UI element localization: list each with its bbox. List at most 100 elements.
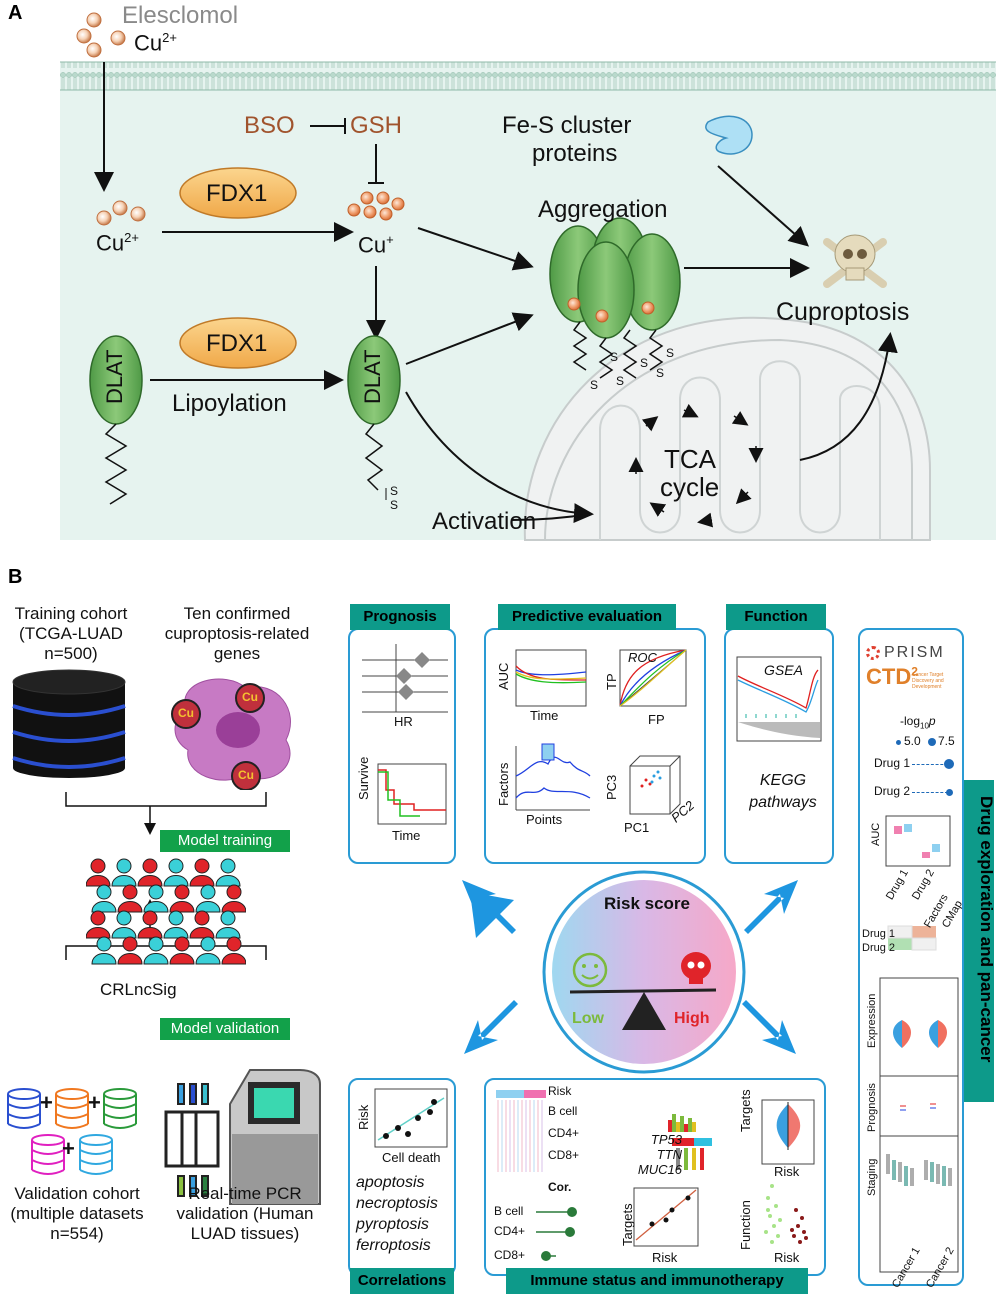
fdx1-label-b: FDX1 bbox=[206, 330, 268, 357]
function-tag: Function bbox=[726, 604, 826, 630]
panel-b-letter: B bbox=[8, 566, 23, 588]
function-axis-label: Function bbox=[738, 1200, 753, 1250]
person-head bbox=[174, 936, 190, 952]
person-body bbox=[143, 901, 169, 913]
prognosis-side-label: Prognosis bbox=[866, 1083, 878, 1132]
cu2-mid-label: Cu2+ bbox=[96, 230, 139, 256]
legend-dot-small bbox=[896, 740, 901, 745]
person-head bbox=[194, 858, 210, 874]
immune-plots bbox=[496, 1090, 815, 1261]
cor-label: Cor. bbox=[548, 1180, 572, 1194]
high-label: High bbox=[674, 1010, 710, 1027]
gsh-label: GSH bbox=[350, 112, 403, 139]
correlation-plot bbox=[374, 1088, 448, 1148]
plus-sign: + bbox=[88, 1090, 101, 1115]
person-body bbox=[91, 901, 117, 913]
points-label: Points bbox=[526, 812, 563, 827]
s-label: S bbox=[616, 374, 625, 388]
person-body bbox=[221, 953, 246, 965]
person-head bbox=[200, 884, 216, 900]
person-head bbox=[148, 936, 164, 952]
cu-cell-label: Cu bbox=[242, 690, 258, 704]
skull-icon bbox=[823, 234, 887, 288]
person-body bbox=[195, 953, 221, 965]
s-label: S bbox=[656, 366, 665, 380]
auc-label-drug: AUC bbox=[870, 822, 882, 846]
risk-score-hub bbox=[470, 870, 746, 1074]
person-body bbox=[169, 901, 195, 913]
pancancer-plots bbox=[879, 977, 959, 1273]
cu2-top-label: Cu2+ bbox=[134, 30, 177, 56]
cu-cell-label: Cu bbox=[238, 768, 254, 782]
person-head bbox=[148, 884, 164, 900]
aggregation-cluster bbox=[549, 217, 681, 379]
validation-db-icons bbox=[7, 1088, 137, 1175]
log10p-label: -log10p bbox=[900, 714, 936, 731]
person-head bbox=[142, 858, 158, 874]
lipoylation-label: Lipoylation bbox=[172, 390, 287, 417]
person-head bbox=[96, 936, 112, 952]
person-head bbox=[226, 884, 242, 900]
activation-label: Activation bbox=[432, 508, 537, 535]
targets-axis-label: Targets bbox=[620, 1203, 635, 1246]
risk-row-label: Risk bbox=[548, 1084, 572, 1098]
s-label: S bbox=[610, 350, 619, 364]
person-body bbox=[215, 927, 241, 939]
risk-axis-label: Risk bbox=[356, 1104, 371, 1130]
cancer-cell-icon bbox=[171, 678, 291, 790]
bso-label: BSO bbox=[244, 112, 295, 139]
plus-sign: + bbox=[40, 1090, 53, 1115]
person-body bbox=[189, 927, 215, 939]
people-icon bbox=[86, 858, 246, 965]
factors-label: Factors bbox=[496, 762, 511, 806]
predictive-box bbox=[484, 628, 706, 864]
cu-cell-label: Cu bbox=[178, 706, 194, 720]
dlat-label-1: DLAT bbox=[102, 349, 127, 404]
aggregation-label: Aggregation bbox=[538, 196, 668, 223]
cuplus-label: Cu+ bbox=[358, 232, 394, 258]
person-head bbox=[116, 910, 132, 926]
drug1-label: Drug 1 bbox=[874, 756, 911, 770]
time-label: Time bbox=[530, 708, 559, 723]
person-head bbox=[220, 910, 236, 926]
hr-label: HR bbox=[394, 714, 413, 729]
predictive-plots bbox=[515, 649, 687, 815]
correlations-box bbox=[348, 1078, 456, 1276]
person-body bbox=[117, 953, 143, 965]
cd4-row-label: CD4+ bbox=[548, 1126, 580, 1140]
drug2-dot bbox=[946, 789, 953, 796]
person-head bbox=[90, 858, 106, 874]
pc1-label: PC1 bbox=[624, 820, 650, 835]
cd8-cor-label: CD8+ bbox=[494, 1248, 526, 1262]
database-icon bbox=[12, 669, 126, 778]
person-body bbox=[215, 875, 241, 887]
legend-dot-large bbox=[928, 738, 936, 746]
person-body bbox=[137, 927, 163, 939]
prognosis-box bbox=[348, 628, 456, 864]
dlat-label-2: DLAT bbox=[360, 349, 385, 404]
ctd2-logo: CTD2 bbox=[866, 664, 918, 689]
risk-axis-label: Risk bbox=[774, 1164, 800, 1179]
bcell-row-label: B cell bbox=[548, 1104, 578, 1118]
person-head bbox=[142, 910, 158, 926]
person-body bbox=[111, 927, 137, 939]
cycle-label: cycle bbox=[660, 472, 720, 502]
pcr-machine-icon bbox=[164, 1069, 321, 1205]
targets-axis-label: Targets bbox=[738, 1089, 753, 1132]
risk-axis-label: Risk bbox=[652, 1250, 678, 1265]
person-head bbox=[200, 936, 216, 952]
expression-label: Expression bbox=[866, 993, 878, 1048]
fp-label: FP bbox=[648, 712, 665, 727]
person-body bbox=[169, 953, 195, 965]
drug1-row-label: Drug 1 bbox=[862, 928, 896, 940]
ctd-sub: Cancer Target Discovery and Development bbox=[912, 672, 944, 690]
person-head bbox=[96, 884, 112, 900]
person-body bbox=[221, 901, 246, 913]
fes-label: Fe-S cluster bbox=[502, 112, 632, 139]
cd4-cor-label: CD4+ bbox=[494, 1224, 526, 1238]
panel-a-letter: A bbox=[8, 2, 23, 24]
person-body bbox=[117, 901, 143, 913]
